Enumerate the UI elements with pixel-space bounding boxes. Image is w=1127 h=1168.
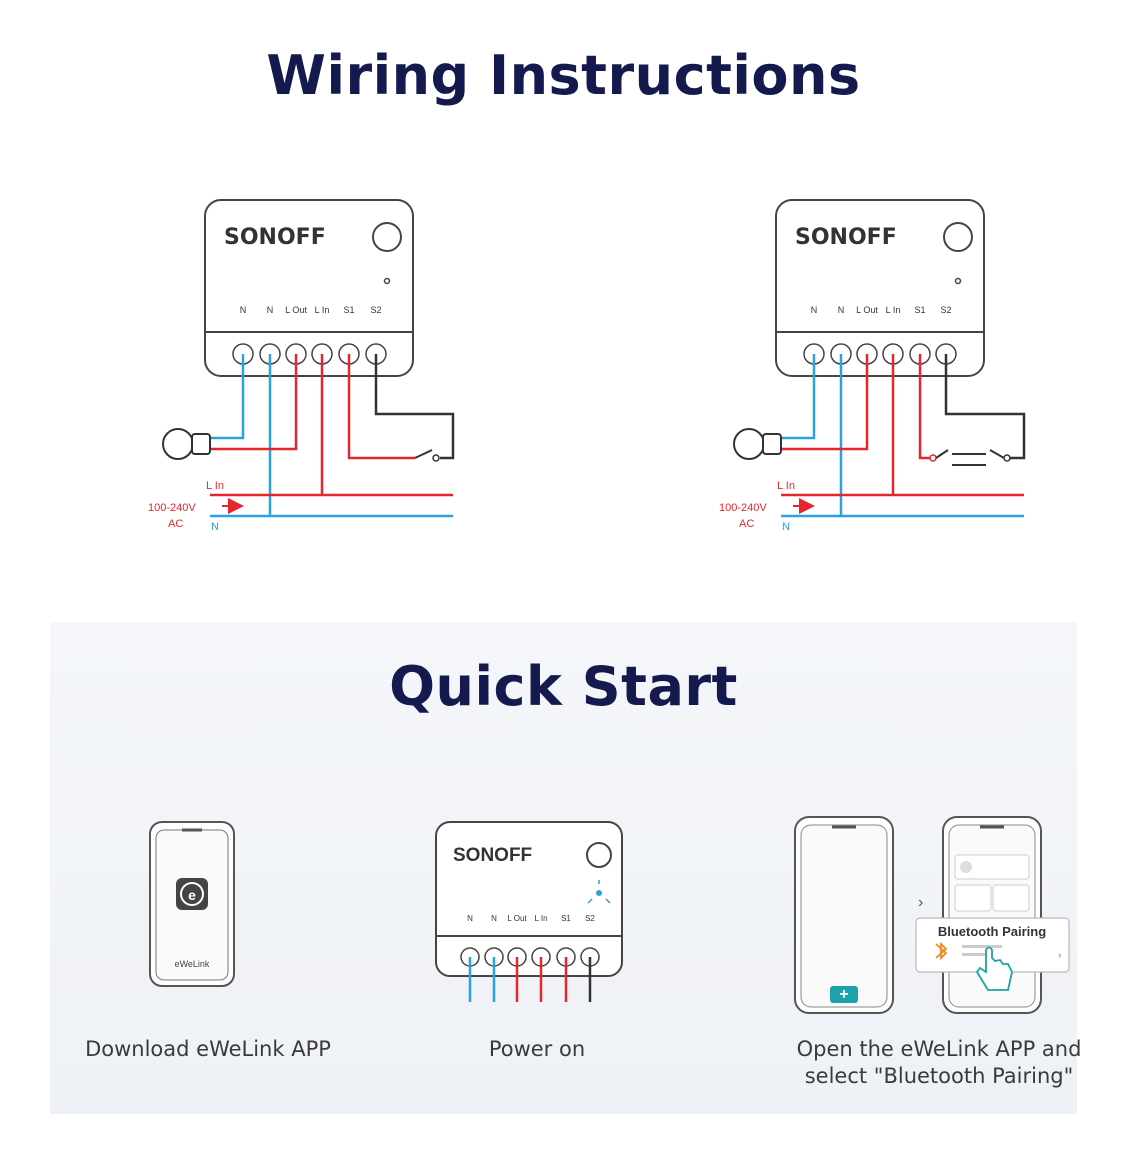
step-caption-power-on: Power on: [488, 1037, 586, 1061]
svg-text:›: ›: [1058, 950, 1061, 961]
terminal-label: N: [267, 305, 274, 315]
voltage-label: 100-240V: [148, 502, 196, 514]
step-caption-pairing-line1: Open the eWeLink APP and: [796, 1037, 1082, 1061]
terminal-label: S1: [914, 305, 925, 315]
app-name: eWeLink: [175, 959, 210, 969]
n-label: N: [211, 521, 219, 533]
step-caption-pairing-line2: select "Bluetooth Pairing": [804, 1064, 1074, 1088]
terminal-label: S1: [561, 914, 571, 923]
led-icon: [954, 277, 962, 285]
terminal-label: N: [467, 914, 473, 923]
bluetooth-pairing-popup: Bluetooth Pairing ›: [915, 917, 1070, 973]
terminal-label: S2: [940, 305, 951, 315]
ewelink-logo-icon: e: [176, 878, 208, 910]
bulb-icon: [162, 428, 211, 460]
terminal-label: N: [491, 914, 497, 923]
ac-label: AC: [168, 518, 183, 530]
terminal-label: N: [240, 305, 247, 315]
pair-button-icon: [372, 222, 402, 252]
power-on-device-illustration: SONOFF N N L Out L In S1 S2: [435, 821, 623, 1002]
svg-text:e: e: [188, 887, 196, 903]
brand-logo: SONOFF: [795, 225, 897, 250]
pair-button-icon: [586, 842, 612, 868]
quick-start-title: Quick Start: [389, 655, 738, 718]
wiring-instructions-title: Wiring Instructions: [266, 44, 861, 107]
led-icon: [383, 277, 391, 285]
bluetooth-pairing-title: Bluetooth Pairing: [938, 924, 1046, 939]
bluetooth-icon: [935, 941, 948, 961]
two-way-switch-icon: [929, 449, 1011, 466]
terminal-label: S2: [370, 305, 381, 315]
add-device-button-icon: [830, 986, 858, 1003]
voltage-label: 100-240V: [719, 502, 767, 514]
bluetooth-pairing-illustration: + › Bluetooth Pairing ›: [794, 816, 1070, 1014]
n-label: N: [782, 521, 790, 533]
blinking-led-icon: [587, 880, 611, 904]
step-caption-pairing: Open the eWeLink APP and select "Bluetoo…: [786, 1036, 1092, 1090]
l-in-label: L In: [206, 480, 224, 492]
terminal-label: L Out: [856, 305, 878, 315]
terminal-label: N: [811, 305, 818, 315]
brand-logo: SONOFF: [453, 845, 532, 866]
terminal-label: L In: [534, 914, 547, 923]
hand-pointer-icon: [975, 946, 1013, 991]
bulb-icon: [733, 428, 782, 460]
device-body: SONOFF N N L Out L In S1 S2: [775, 199, 985, 377]
l-in-label: L In: [777, 480, 795, 492]
terminal-label: L Out: [507, 914, 527, 923]
wiring-diagram-two-way-switch: SONOFF N N L Out L In S1 S2: [719, 199, 1026, 533]
terminal-label: L In: [315, 305, 330, 315]
chevron-right-icon: ›: [918, 894, 923, 911]
svg-text:+: +: [839, 986, 848, 1003]
brand-logo: SONOFF: [224, 225, 326, 250]
terminal-label: L Out: [285, 305, 307, 315]
ewelink-phone-illustration: e eWeLink: [149, 821, 235, 987]
pair-button-icon: [943, 222, 973, 252]
terminal-label: S1: [343, 305, 354, 315]
terminal-label: N: [838, 305, 845, 315]
ac-label: AC: [739, 518, 754, 530]
device-body: SONOFF N N L Out L In S1 S2: [204, 199, 414, 377]
wiring-diagram-single-switch: SONOFF N N L Out L In S1 S2: [148, 199, 455, 533]
terminal-label: S2: [585, 914, 595, 923]
terminal-label: L In: [886, 305, 901, 315]
step-caption-download: Download eWeLink APP: [85, 1037, 331, 1061]
switch-icon: [414, 449, 433, 459]
